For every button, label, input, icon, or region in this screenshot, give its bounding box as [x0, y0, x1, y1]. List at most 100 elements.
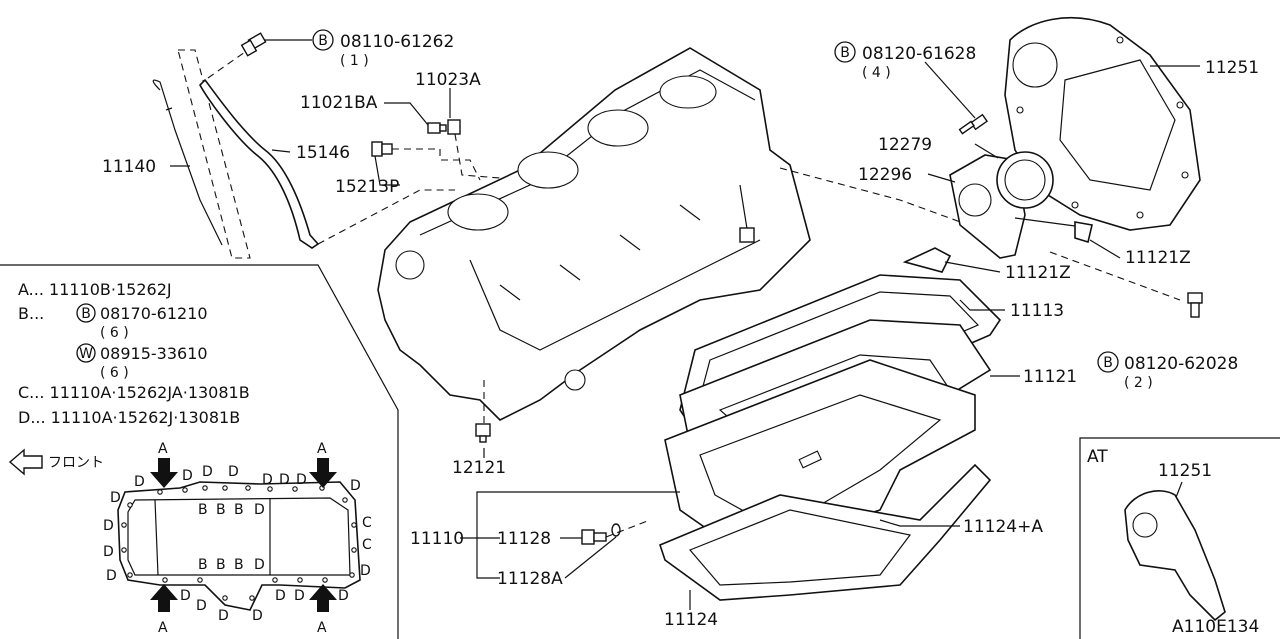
- callout-11128a[interactable]: 11128A: [497, 569, 563, 589]
- callout-11021ba[interactable]: 11021BA: [300, 93, 378, 113]
- washer-11128a[interactable]: [611, 523, 621, 537]
- legend-b-prefix: B...: [18, 304, 44, 323]
- bolt-08120-61628-leader: [924, 61, 976, 119]
- part-qty: ( 1 ): [340, 53, 369, 69]
- block-outline: [377, 47, 811, 421]
- part-number[interactable]: 08120-62028: [1124, 354, 1238, 374]
- letter-d: D: [228, 464, 239, 480]
- letter-d: D: [103, 518, 114, 534]
- at-rear-plate-11251[interactable]: [1124, 490, 1226, 622]
- at-inset-title: AT: [1087, 447, 1108, 467]
- callout-12296[interactable]: 12296: [858, 165, 912, 185]
- callout-11121z-rear[interactable]: 11121Z: [1125, 248, 1191, 268]
- letter-a: A: [317, 441, 327, 457]
- front-arrow-icon: [8, 448, 43, 476]
- drain-plug-11128[interactable]: [581, 529, 607, 545]
- callout-12279[interactable]: 12279: [878, 135, 932, 155]
- part-number[interactable]: 08120-61628: [862, 44, 976, 64]
- oil-pan-lower-11124[interactable]: [659, 463, 992, 601]
- cylinder-bore-3: [587, 109, 649, 147]
- letter-d: D: [279, 472, 290, 488]
- letter-b: B: [216, 557, 226, 573]
- side-seal-11121z-rear[interactable]: [1074, 221, 1093, 244]
- callout-11121z-front[interactable]: 11121Z: [1005, 263, 1071, 283]
- dipstick-11140[interactable]: [152, 79, 223, 246]
- callout-11128[interactable]: 11128: [497, 529, 551, 549]
- callout-11124[interactable]: 11124: [664, 610, 718, 630]
- legend-w-marker: W: [79, 346, 93, 362]
- b-marker-circle: [1097, 351, 1119, 373]
- callout-11251[interactable]: 11251: [1205, 58, 1259, 78]
- oil-pan-slot: [798, 450, 822, 469]
- at-inset: AT 11251: [1079, 437, 1280, 639]
- letter-b: B: [216, 502, 226, 518]
- arrow-down-icon: [150, 458, 178, 488]
- at-callout-11251[interactable]: 11251: [1158, 461, 1212, 481]
- letter-d: D: [350, 478, 361, 494]
- callout-11113[interactable]: 11113: [1010, 301, 1064, 321]
- gasket-dividers: [154, 498, 271, 576]
- plug-leader-1: [392, 148, 481, 181]
- dipstick-tube-15146[interactable]: [199, 78, 320, 249]
- letter-d: D: [106, 568, 117, 584]
- diagram-id: A110E134: [1172, 617, 1259, 637]
- part-qty: ( 4 ): [862, 65, 891, 81]
- b-marker: B: [318, 33, 328, 49]
- at-inset-border: [1079, 437, 1280, 639]
- oil-pan-lower-inner: [688, 509, 912, 586]
- side-seal-11121z-front[interactable]: [902, 247, 952, 273]
- oil-seal-12279[interactable]: [996, 151, 1054, 209]
- bolt-08120-61628[interactable]: [958, 113, 989, 135]
- b-marker: B: [1103, 355, 1113, 371]
- callout-11023a[interactable]: 11023A: [415, 70, 481, 90]
- legend-w-qty: ( 6 ): [100, 365, 129, 381]
- callout-11124a[interactable]: 11124+A: [963, 517, 1043, 537]
- callout-08120-62028: B 08120-62028 ( 2 ): [1097, 351, 1238, 391]
- part-number[interactable]: 08110-61262: [340, 32, 454, 52]
- callout-11140[interactable]: 11140: [102, 157, 156, 177]
- legend-b-part: 08170-61210: [100, 304, 208, 323]
- callout-15213p[interactable]: 15213P: [335, 177, 399, 197]
- gasket-holes: [121, 485, 357, 601]
- b-marker-circle: [312, 29, 334, 51]
- plug-15213p[interactable]: [371, 141, 393, 157]
- legend-b-qty: ( 6 ): [100, 325, 129, 341]
- plug-12121[interactable]: [475, 423, 491, 443]
- arrow-up-icon: [309, 584, 337, 612]
- letter-a: A: [158, 620, 168, 636]
- dipstick-handle: [165, 107, 173, 111]
- bolt-08120-62028[interactable]: [1187, 292, 1203, 318]
- letter-b: B: [198, 557, 208, 573]
- cylinder-bore-4: [659, 75, 717, 109]
- bolt-pattern-diagram: [117, 481, 361, 611]
- plug-11021ba[interactable]: [427, 122, 447, 134]
- letter-b: B: [234, 557, 244, 573]
- letter-a: A: [158, 441, 168, 457]
- gasket-inner-outline: [127, 497, 351, 576]
- callout-12121[interactable]: 12121: [452, 458, 506, 478]
- legend: A... 11110B·15262J B... B 08170-61210 ( …: [18, 280, 250, 427]
- letter-d: D: [254, 502, 265, 518]
- block-side-bosses: [499, 204, 701, 301]
- callout-11110[interactable]: 11110: [410, 529, 464, 549]
- letter-d: D: [338, 588, 349, 604]
- bolt-08110-61262[interactable]: [240, 32, 267, 57]
- letter-d: D: [294, 588, 305, 604]
- callout-15146[interactable]: 15146: [296, 143, 350, 163]
- arrow-down-icon: [309, 458, 337, 488]
- plug-leader-2: [454, 133, 501, 179]
- block-rear-stud: [739, 184, 749, 236]
- legend-w-part: 08915-33610: [100, 344, 208, 363]
- rear-plate-11251[interactable]: [1004, 17, 1201, 231]
- cylinder-block[interactable]: [377, 47, 811, 421]
- letter-c: C: [362, 537, 372, 553]
- arrow-up-icon: [150, 584, 178, 612]
- plug-11023a[interactable]: [447, 119, 461, 135]
- legend-a: A... 11110B·15262J: [18, 280, 172, 299]
- bolt-leader: [207, 44, 256, 79]
- callout-08110-61262: B 08110-61262 ( 1 ): [312, 29, 454, 69]
- b-marker-circle: [834, 41, 856, 63]
- callout-11121[interactable]: 11121: [1023, 367, 1077, 387]
- letter-d: D: [196, 598, 207, 614]
